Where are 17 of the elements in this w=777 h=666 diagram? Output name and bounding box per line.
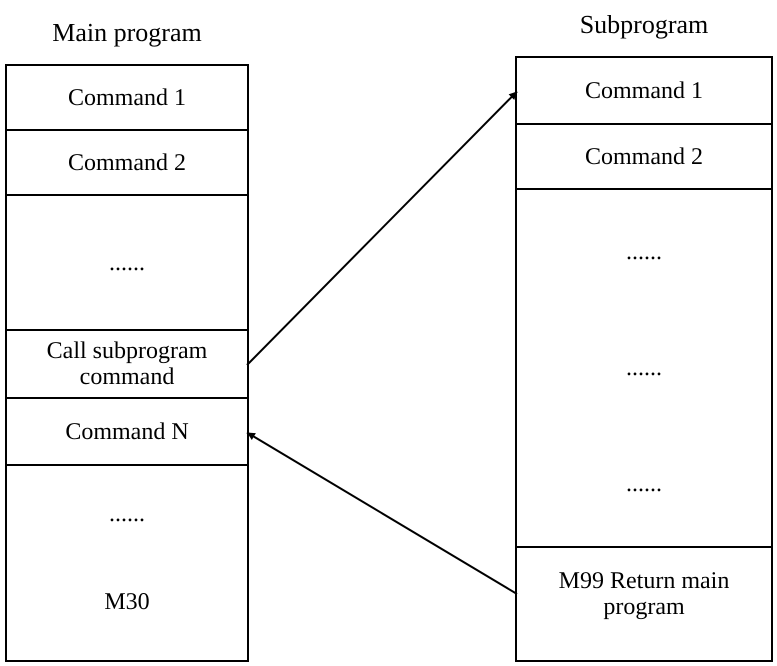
command-text: Call subprogram command — [46, 338, 208, 390]
command-text: ...... — [109, 250, 145, 276]
command-text: Command 2 — [68, 150, 186, 176]
column-heading: Main program — [52, 18, 202, 48]
command-text: ...... — [109, 501, 145, 527]
command-text: M30 — [104, 589, 150, 615]
command-text: Command 1 — [68, 84, 186, 110]
command-text: ...... — [626, 471, 662, 497]
command-text: ...... — [626, 355, 662, 381]
command-text: M99 Return main program — [558, 568, 730, 620]
command-text: ...... — [626, 239, 662, 265]
command-text: Command 1 — [585, 78, 703, 104]
arrow — [246, 90, 518, 366]
command-text: Command N — [65, 418, 189, 444]
column-heading: Subprogram — [580, 10, 708, 40]
arrow — [246, 432, 518, 595]
command-text: Command 2 — [585, 144, 703, 170]
